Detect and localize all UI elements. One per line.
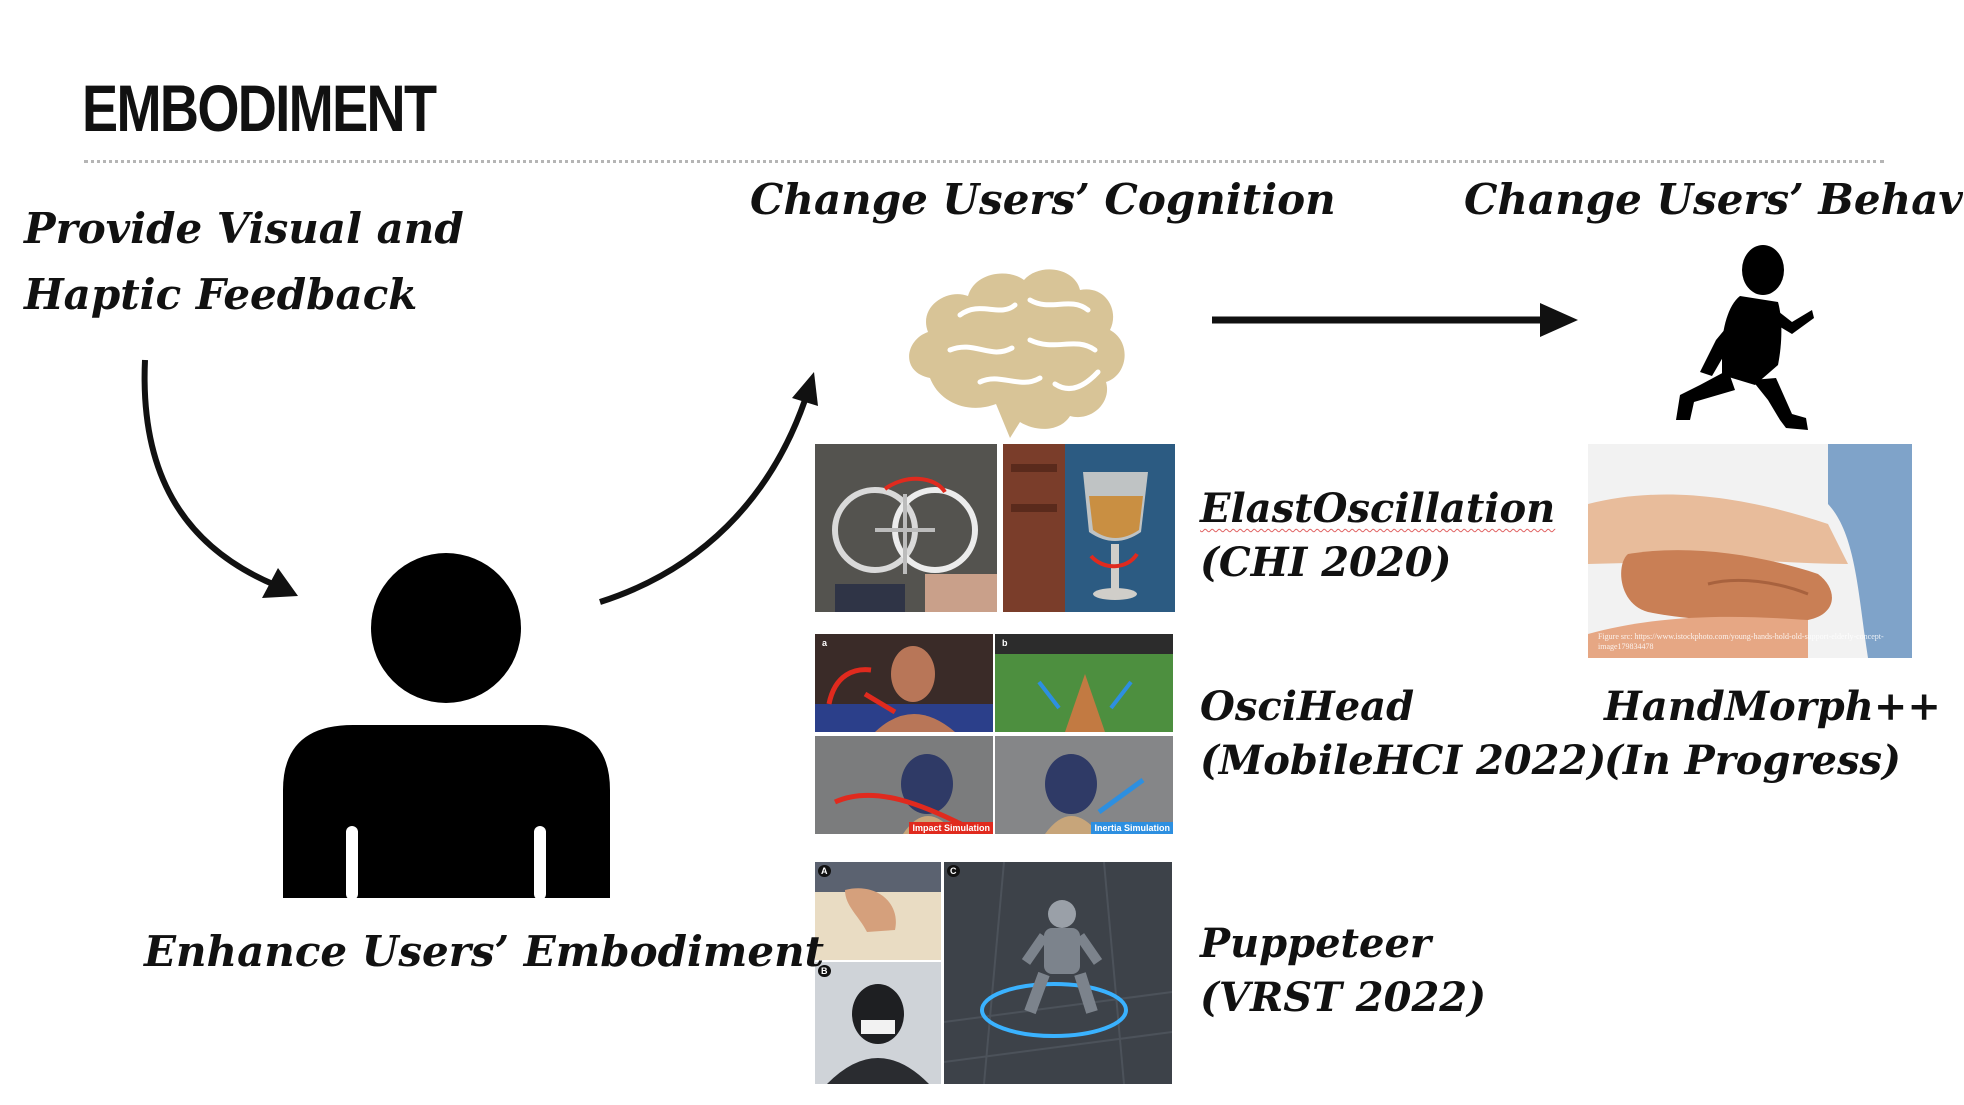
puppeteer-panel-c-label: C [947, 865, 960, 877]
person-caption: Enhance Users’ Embodiment [144, 927, 825, 976]
oscihead-figure-inertia: Inertia Simulation [995, 736, 1173, 834]
project-name-elastoscillation: ElastOscillation [1200, 485, 1556, 532]
impact-simulation-label: Impact Simulation [909, 822, 993, 834]
left-heading-line-1: Provide Visual and [24, 204, 464, 253]
arrow-curved-down-icon [141, 359, 298, 598]
image-credit: Figure src: https://www.istockphoto.com/… [1598, 632, 1884, 651]
puppeteer-figure-a: A [815, 862, 941, 960]
elastoscillation-figure-vr [1003, 444, 1175, 612]
oscihead-panel-b-label: b [1002, 638, 1008, 648]
project-venue-puppeteer: (VRST 2022) [1200, 974, 1487, 1021]
right-heading: Change Users’ Behavior [1464, 175, 1964, 224]
slide-title: EMBODIMENT [82, 71, 437, 145]
center-heading: Change Users’ Cognition [750, 175, 1336, 224]
project-name-puppeteer: Puppeteer [1200, 920, 1431, 967]
person-icon [283, 553, 610, 900]
oscihead-figure-b: b [995, 634, 1173, 732]
title-divider [84, 160, 1884, 163]
inertia-simulation-label: Inertia Simulation [1091, 822, 1173, 834]
oscihead-figure-impact: Impact Simulation [815, 736, 993, 834]
oscihead-figure-a: a [815, 634, 993, 732]
elastoscillation-figure-device [815, 444, 997, 612]
puppeteer-panel-a-label: A [818, 865, 831, 877]
puppeteer-figure-c: C [944, 862, 1172, 1084]
running-child-icon [1676, 245, 1814, 430]
handmorph-photo: Figure src: https://www.istockphoto.com/… [1588, 444, 1912, 658]
arrow-right-icon [1212, 303, 1578, 337]
oscihead-panel-a-label: a [822, 638, 828, 648]
brain-icon [909, 269, 1125, 438]
arrow-curved-up-icon [599, 372, 818, 605]
project-name-handmorph: HandMorph++ [1604, 683, 1941, 730]
project-venue-oscihead: (MobileHCI 2022) [1200, 737, 1607, 784]
project-venue-elastoscillation: (CHI 2020) [1200, 539, 1452, 586]
left-heading-line-2: Haptic Feedback [24, 270, 418, 319]
puppeteer-panel-b-label: B [818, 965, 831, 977]
project-status-handmorph: (In Progress) [1604, 737, 1901, 784]
puppeteer-figure-b: B [815, 962, 941, 1084]
project-name-oscihead: OsciHead [1200, 683, 1415, 730]
